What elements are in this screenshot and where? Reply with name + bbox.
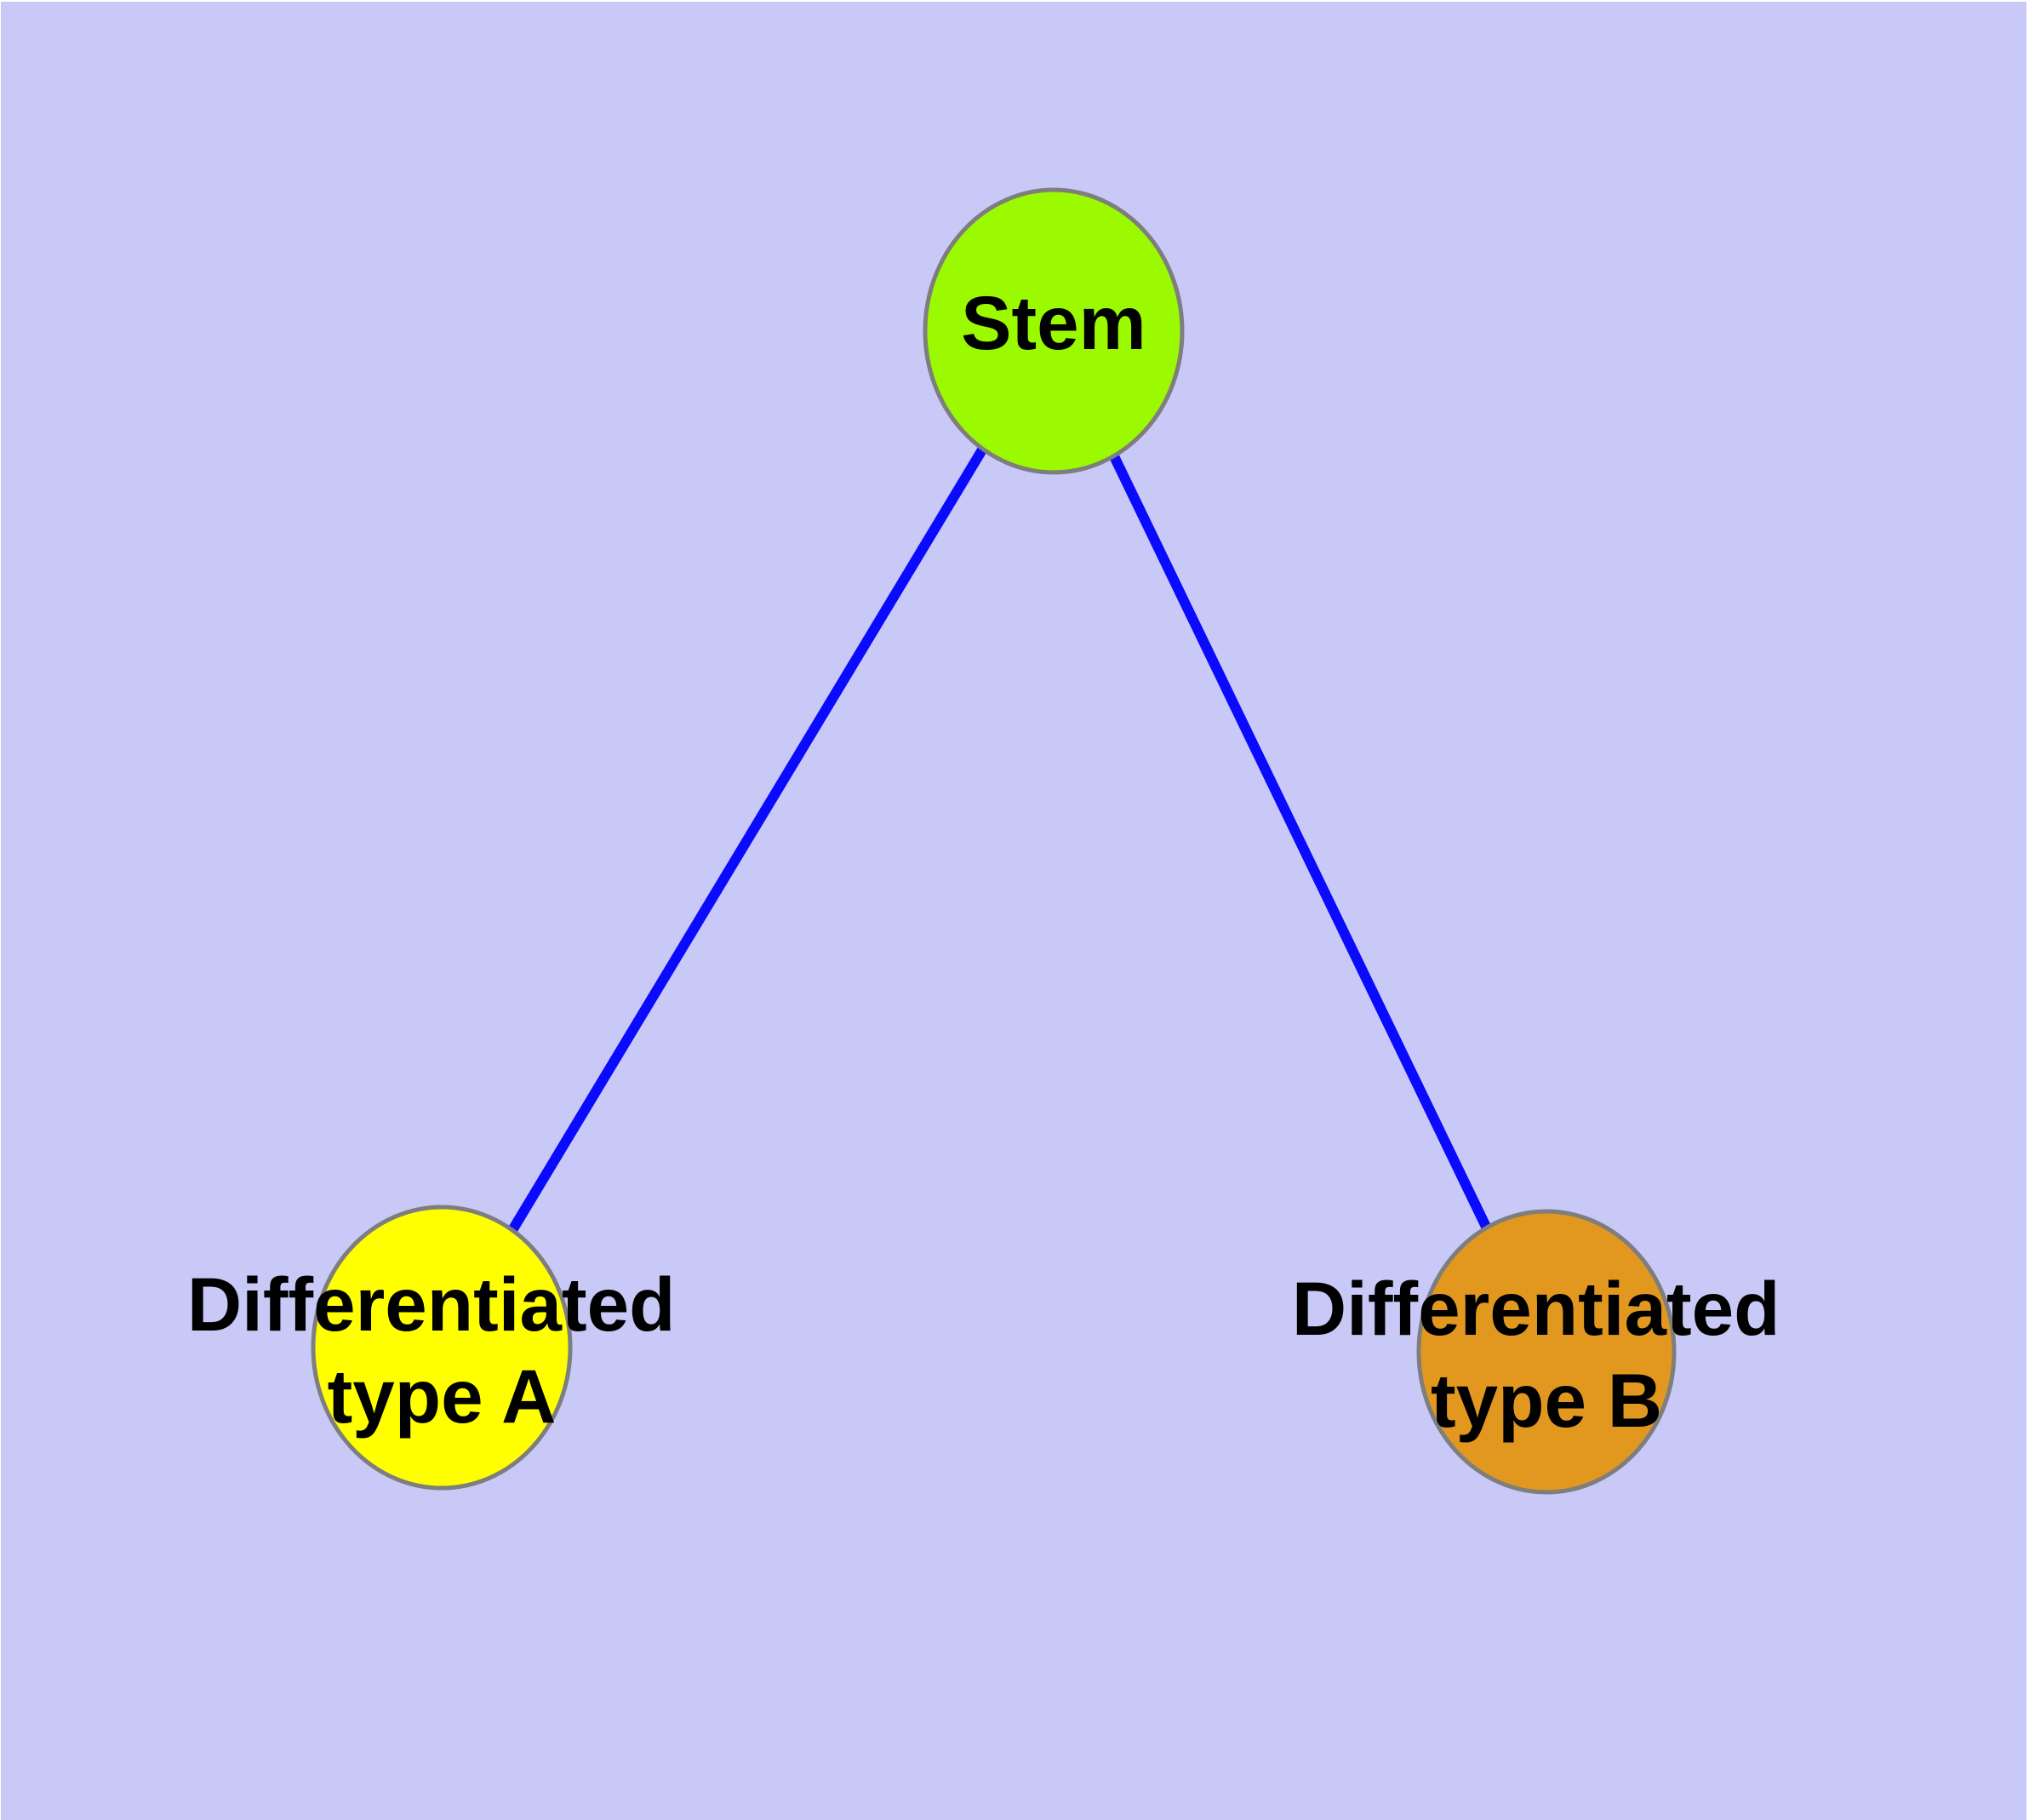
node-stem-label: Stem [961,280,1146,365]
node-type-a [311,1205,573,1491]
node-type-a-label: Differentiated type A [187,1262,696,1439]
node-type-a-label-line1: Differentiated [187,1262,676,1347]
node-type-b-label: Differentiated type B [1292,1266,1801,1443]
node-stem [923,187,1185,475]
node-type-a-label-line2: type A [328,1354,557,1439]
node-type-b-label-line1: Differentiated [1292,1266,1780,1351]
edge-stem-to-type-a [437,328,1059,1351]
node-type-b [1416,1209,1677,1495]
node-type-b-label-line2: type B [1431,1358,1662,1443]
edge-stem-to-type-b [1049,329,1552,1354]
